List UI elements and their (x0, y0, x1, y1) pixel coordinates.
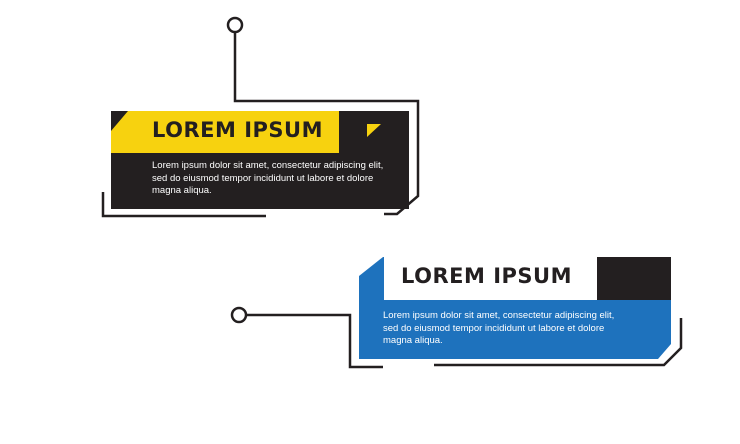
banner-1-body: Lorem ipsum dolor sit amet, consectetur … (152, 160, 392, 198)
banner-2-node-circle (230, 306, 248, 324)
banner-1-body-line: sed do eiusmod tempor incididunt ut labo… (152, 172, 374, 184)
banner-1-bracket-line (101, 192, 266, 218)
banner-1-corner-triangle (367, 124, 381, 137)
banner-1-title-band (111, 111, 339, 153)
banner-1-node-circle (226, 16, 244, 34)
banner-2-connector-line (247, 313, 383, 369)
banner-2-bracket-line (434, 318, 683, 367)
banner-1 (101, 16, 420, 218)
banner-2-dark-block (597, 257, 671, 300)
banner-1-body-line: magna aliqua. (152, 185, 212, 196)
banner-1-title: LOREM IPSUM (152, 118, 323, 142)
banner-2 (230, 257, 683, 369)
banner-1-connector-line (233, 32, 420, 216)
banner-2-body-line: magna aliqua. (383, 335, 443, 346)
banner-2-title-box (384, 257, 597, 300)
banner-2-body-line: sed do eiusmod tempor incididunt ut labo… (383, 322, 605, 334)
banner-1-body-line: Lorem ipsum dolor sit amet, consectetur … (152, 160, 384, 171)
banner-2-body: Lorem ipsum dolor sit amet, consectetur … (383, 310, 633, 348)
banner-2-title: LOREM IPSUM (401, 264, 572, 288)
banner-2-body-line: Lorem ipsum dolor sit amet, consectetur … (383, 310, 615, 321)
